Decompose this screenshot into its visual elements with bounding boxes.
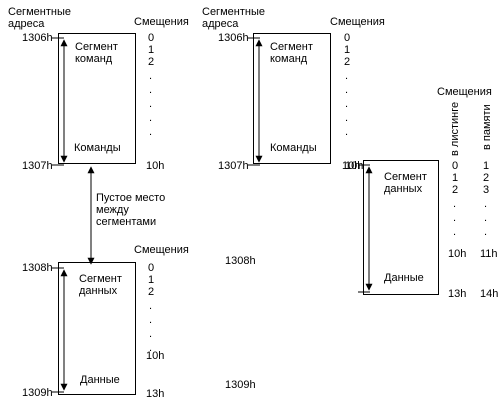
data-label-right: Данные — [384, 272, 424, 284]
code-offset-right: . — [345, 98, 349, 110]
code-offset-left: . — [149, 70, 153, 82]
address-1309h-right: 1309h — [225, 379, 256, 391]
offsets-header-left-top: Смещения — [134, 16, 189, 28]
code-offset-right: 2 — [344, 56, 351, 68]
address-1308h-left: 1308h — [22, 262, 53, 274]
listing-offset: 13h — [448, 288, 467, 300]
listing-offset: . — [453, 226, 457, 238]
data-segment-label-left: Сегмент данных — [79, 273, 122, 297]
commands-label-left: Команды — [74, 142, 121, 154]
offsets-header-left-bottom: Смещения — [134, 244, 189, 256]
address-1307h-right: 1307h — [218, 160, 249, 172]
data-offset-left: 0 — [148, 262, 155, 274]
code-offset-right: 1 — [344, 44, 351, 56]
memory-offset: 14h — [480, 288, 499, 300]
commands-label-right: Команды — [270, 142, 317, 154]
address-1306h-right: 1306h — [218, 32, 249, 44]
data-offset-left: . — [149, 328, 153, 340]
code-offset-right: . — [345, 70, 349, 82]
code-offset-left: 10h — [146, 160, 165, 172]
listing-offset: 2 — [452, 184, 459, 196]
code-offset-right: 10h — [342, 160, 361, 172]
code-offset-right: . — [345, 112, 349, 124]
code-segment-box-right — [253, 33, 331, 164]
data-offset-left: 2 — [148, 286, 155, 298]
memory-offset: . — [484, 212, 488, 224]
code-offset-right: . — [345, 84, 349, 96]
address-1309h-left: 1309h — [22, 387, 53, 399]
memory-offset: 2 — [483, 172, 490, 184]
code-segment-box-left — [58, 33, 136, 164]
segment-addresses-header-right: Сегментные адреса — [202, 6, 265, 30]
data-offset-left: 10h — [146, 350, 165, 362]
code-offset-left: 2 — [148, 56, 155, 68]
code-offset-left: . — [149, 98, 153, 110]
code-offset-left: . — [149, 84, 153, 96]
offsets-header-right-top: Смещения — [330, 16, 385, 28]
code-offset-left: . — [149, 112, 153, 124]
code-offset-left: 1 — [148, 44, 155, 56]
memory-offset: 3 — [483, 184, 490, 196]
address-1308h-right: 1308h — [225, 255, 256, 267]
data-segment-label-right: Сегмент данных — [384, 171, 427, 195]
data-offset-left: . — [149, 342, 153, 354]
code-offset-right: . — [345, 126, 349, 138]
listing-offset: 0 — [452, 160, 459, 172]
address-1307h-left: 1307h — [22, 160, 53, 172]
code-offset-right: 0 — [344, 32, 351, 44]
data-segment-box-right — [363, 160, 439, 295]
address-1306h-left: 1306h — [22, 32, 53, 44]
code-offset-left: 0 — [148, 32, 155, 44]
data-segment-address-right: 10h — [345, 160, 364, 172]
data-label-left: Данные — [80, 374, 120, 386]
data-offset-left: . — [149, 314, 153, 326]
data-offset-left: 13h — [146, 388, 165, 400]
data-offset-left: . — [149, 300, 153, 312]
listing-offset: 10h — [448, 248, 467, 260]
code-segment-label-right: Сегмент команд — [270, 41, 313, 65]
memory-offset: . — [484, 198, 488, 210]
data-segment-box-left — [58, 262, 136, 395]
memory-offset: 11h — [480, 248, 498, 260]
listing-offset: . — [453, 198, 457, 210]
code-segment-label-left: Сегмент команд — [75, 41, 118, 65]
memory-offset: . — [484, 226, 488, 238]
listing-offset: . — [453, 212, 457, 224]
empty-space-label: Пустое место между сегментами — [96, 192, 166, 228]
listing-offset: 1 — [452, 172, 459, 184]
offsets-header-right-data: Смещения — [437, 86, 492, 98]
segment-addresses-header-left: Сегментные адреса — [8, 6, 71, 30]
code-offset-left: . — [149, 126, 153, 138]
data-offset-left: 1 — [148, 274, 155, 286]
memory-offset: 1 — [483, 160, 490, 172]
